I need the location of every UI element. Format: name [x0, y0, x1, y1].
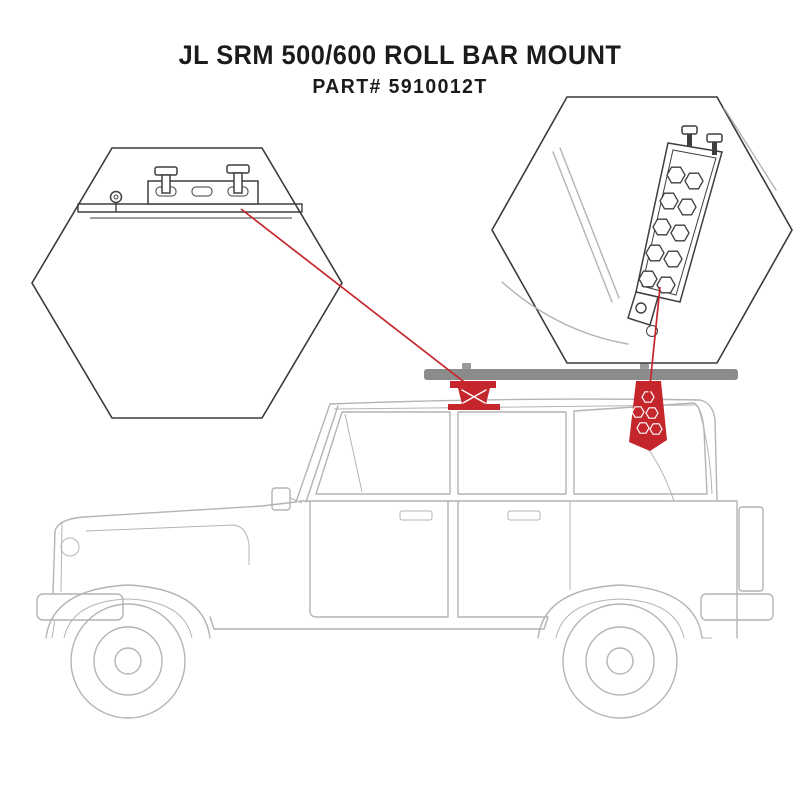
leader-line-rear-mount	[648, 286, 661, 396]
roof-rack-bar	[424, 363, 738, 380]
callout-leader-lines	[240, 208, 661, 396]
title-block: JL SRM 500/600 ROLL BAR MOUNT PART# 5910…	[0, 40, 800, 99]
rack-rail-mount-detail	[77, 164, 303, 219]
vehicle-line-art	[36, 398, 774, 719]
front-rack-mount-red	[448, 381, 500, 410]
roll-bar-mount-detail	[501, 107, 777, 345]
rear-roll-bar-mount-red	[629, 381, 667, 451]
part-number: PART# 5910012T	[312, 76, 488, 98]
callout-hexagon-left	[31, 147, 343, 419]
product-title: JL SRM 500/600 ROLL BAR MOUNT	[178, 40, 622, 70]
callout-hexagon-right	[491, 96, 793, 364]
leader-line-front-mount	[240, 208, 469, 386]
